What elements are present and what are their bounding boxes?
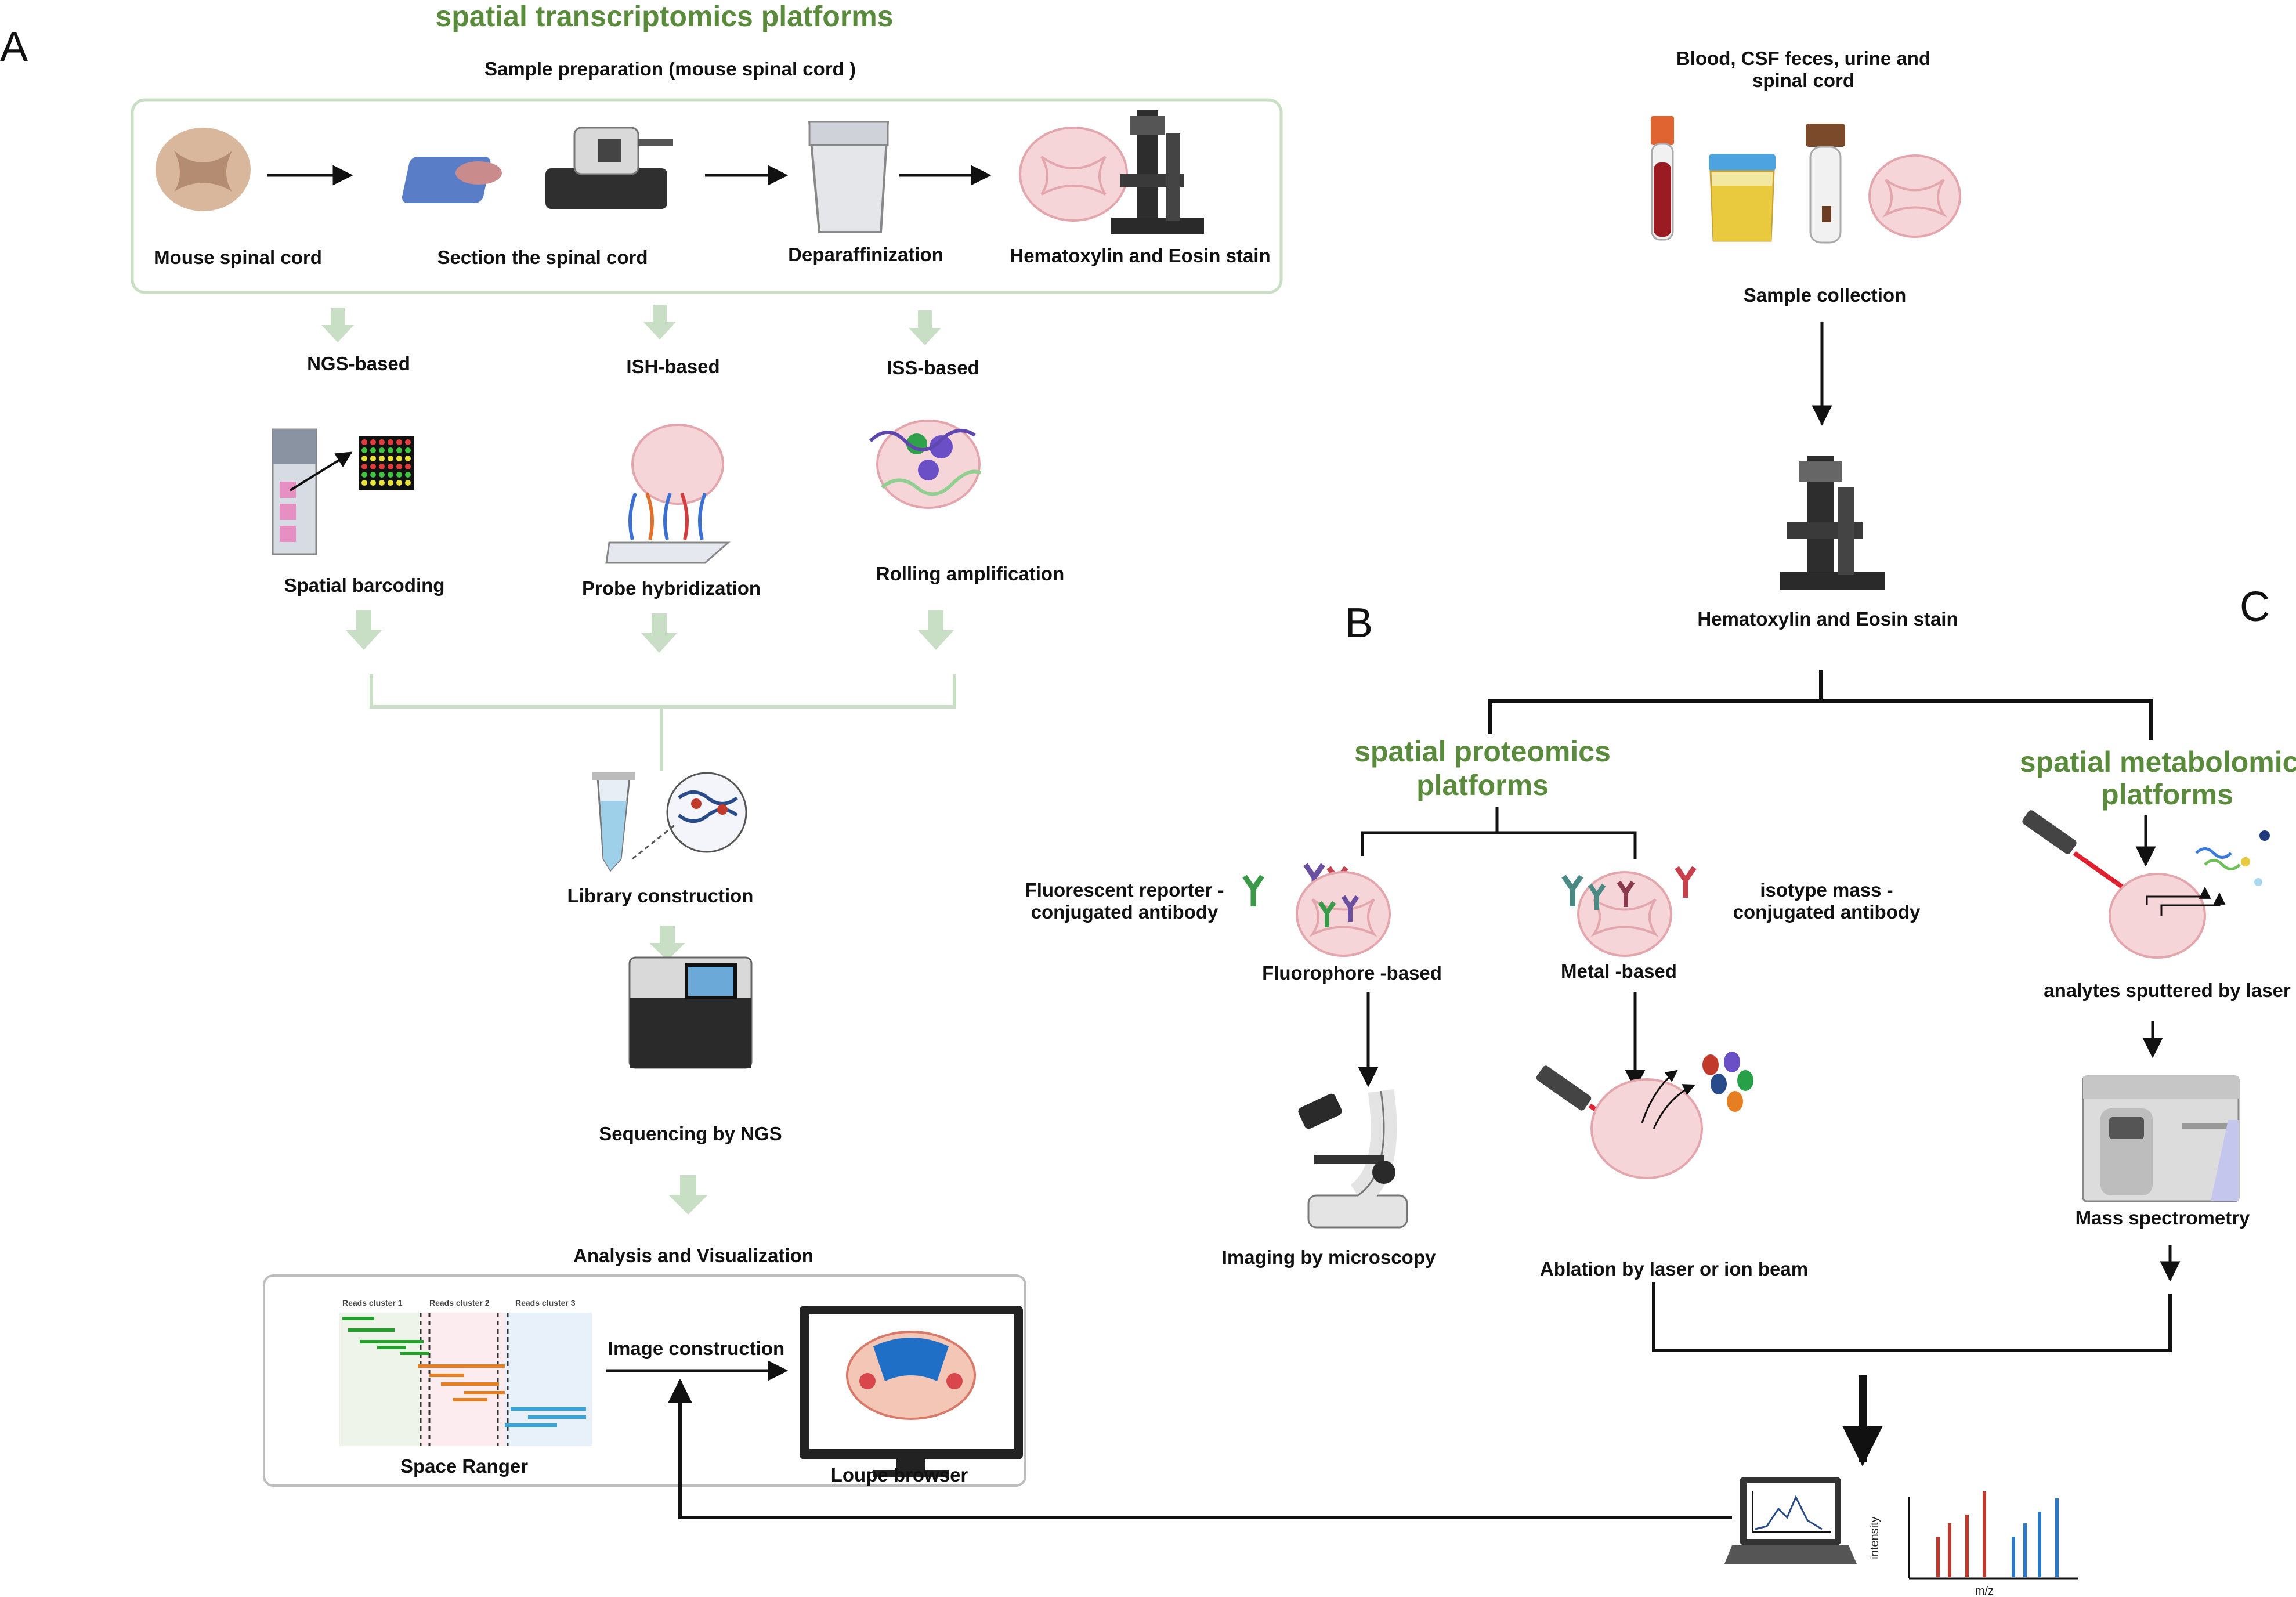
fluorophore-based-label: Fluorophore -based bbox=[1262, 962, 1442, 984]
method-iss: ISS-based bbox=[887, 357, 979, 378]
step-spatial-barcoding: Spatial barcoding bbox=[284, 575, 445, 596]
sample-prep-box bbox=[131, 98, 1283, 294]
isotype-line-1: isotype mass - bbox=[1760, 879, 1893, 901]
plot-xlabel: m/z bbox=[1975, 1585, 1994, 1597]
green-arrows-row-2 bbox=[346, 610, 954, 653]
merge-bottom-connector bbox=[1652, 1282, 2172, 1352]
fluor-reporter-line-2: conjugated antibody bbox=[1031, 901, 1218, 923]
samples-line-2: spinal cord bbox=[1752, 70, 1854, 91]
branch-connector bbox=[1488, 670, 2153, 740]
laser-sputter-icon bbox=[2022, 810, 2270, 959]
green-arrows-row-1 bbox=[321, 305, 941, 345]
laptop-icon bbox=[1724, 1477, 1857, 1564]
step-label-he-stain: Hematoxylin and Eosin stain bbox=[1010, 245, 1270, 266]
library-tube-icon bbox=[592, 772, 747, 872]
feces-tube-icon bbox=[1806, 124, 1845, 244]
ablation-label: Ablation by laser or ion beam bbox=[1540, 1258, 1808, 1280]
step-rolling-amplification: Rolling amplification bbox=[876, 563, 1065, 584]
library-construction-label: Library construction bbox=[567, 885, 754, 906]
cluster-label-3: Reads cluster 3 bbox=[515, 1298, 576, 1307]
section-b-title-line-2: platforms bbox=[1416, 769, 1549, 801]
green-arrow-to-analysis bbox=[668, 1175, 708, 1215]
sequencer-icon bbox=[628, 956, 753, 1069]
barcode-array-icon bbox=[361, 439, 411, 486]
metal-based-label: Metal -based bbox=[1561, 960, 1677, 982]
spinal-cord-sample-icon bbox=[1868, 154, 1961, 238]
step-label-mouse-spinal-cord: Mouse spinal cord bbox=[154, 247, 322, 268]
panel-label-b: B bbox=[1345, 600, 1373, 646]
green-arrow-to-sequencer bbox=[649, 926, 685, 960]
analytes-label: analytes sputtered by laser bbox=[2044, 980, 2291, 1001]
probe-hybridization-icon bbox=[605, 424, 731, 564]
monitor-icon bbox=[800, 1306, 1023, 1477]
method-ish: ISH-based bbox=[626, 356, 719, 377]
section-b-title-line-1: spatial proteomics bbox=[1354, 735, 1611, 768]
sample-prep-title: Sample preparation (mouse spinal cord ) bbox=[484, 58, 856, 80]
merge-bracket bbox=[370, 674, 956, 771]
loupe-browser-label: Loupe browser bbox=[831, 1464, 968, 1486]
samples-line-1: Blood, CSF feces, urine and bbox=[1676, 48, 1930, 69]
plot-ylabel: intensity bbox=[1868, 1516, 1881, 1559]
method-ngs: NGS-based bbox=[307, 353, 410, 374]
fluor-reporter-line-1: Fluorescent reporter - bbox=[1025, 879, 1224, 901]
panel-label-c: C bbox=[2240, 584, 2270, 630]
analysis-box bbox=[263, 1274, 1026, 1487]
isotype-line-2: conjugated antibody bbox=[1733, 901, 1921, 923]
sample-collection-label: Sample collection bbox=[1744, 284, 1907, 306]
microscope-icon bbox=[1111, 110, 1204, 234]
section-c-title-line-1: spatial metabolomics bbox=[2020, 746, 2296, 778]
cluster-label-1: Reads cluster 1 bbox=[342, 1298, 403, 1307]
mass-spectrometer-icon bbox=[2082, 1075, 2240, 1202]
microscope-icon-he bbox=[1780, 456, 1885, 590]
proteomics-branch bbox=[1361, 807, 1637, 859]
section-c-title-line-2: platforms bbox=[2101, 778, 2233, 811]
cluster-label-2: Reads cluster 2 bbox=[429, 1298, 490, 1307]
step-label-section: Section the spinal cord bbox=[437, 247, 648, 268]
metal-antibodies-icon bbox=[1561, 866, 1697, 957]
imaging-label: Imaging by microscopy bbox=[1222, 1246, 1436, 1268]
mass-spectrum-plot bbox=[1908, 1491, 2078, 1580]
arrow-back-to-image-construction bbox=[668, 1378, 1732, 1519]
ablation-icon bbox=[1536, 1052, 1753, 1179]
mass-spec-label: Mass spectrometry bbox=[2076, 1207, 2250, 1229]
analysis-title: Analysis and Visualization bbox=[573, 1245, 813, 1266]
image-construction-label: Image construction bbox=[608, 1338, 784, 1359]
microtome-icon bbox=[402, 127, 673, 209]
barcode-slide-icon bbox=[272, 428, 414, 555]
rolling-amplification-icon bbox=[869, 420, 982, 509]
mouse-spinal-cord-icon bbox=[156, 128, 251, 211]
he-stain-label-right: Hematoxylin and Eosin stain bbox=[1697, 608, 1958, 630]
step-probe-hybridization: Probe hybridization bbox=[582, 577, 761, 599]
fluorophore-antibodies-icon bbox=[1242, 863, 1391, 957]
he-stained-cord-icon bbox=[1019, 127, 1128, 222]
sequencing-label: Sequencing by NGS bbox=[599, 1123, 782, 1144]
blood-tube-icon bbox=[1651, 116, 1674, 241]
section-a-title: spatial transcriptomics platforms bbox=[435, 0, 893, 32]
space-ranger-label: Space Ranger bbox=[400, 1455, 528, 1477]
staining-jar-icon bbox=[808, 121, 890, 233]
panel-label-a: A bbox=[0, 24, 28, 70]
light-microscope-icon bbox=[1298, 1089, 1408, 1229]
read-clusters-plot bbox=[339, 1313, 592, 1446]
step-label-deparaffinization: Deparaffinization bbox=[788, 244, 943, 265]
urine-cup-icon bbox=[1709, 154, 1776, 242]
